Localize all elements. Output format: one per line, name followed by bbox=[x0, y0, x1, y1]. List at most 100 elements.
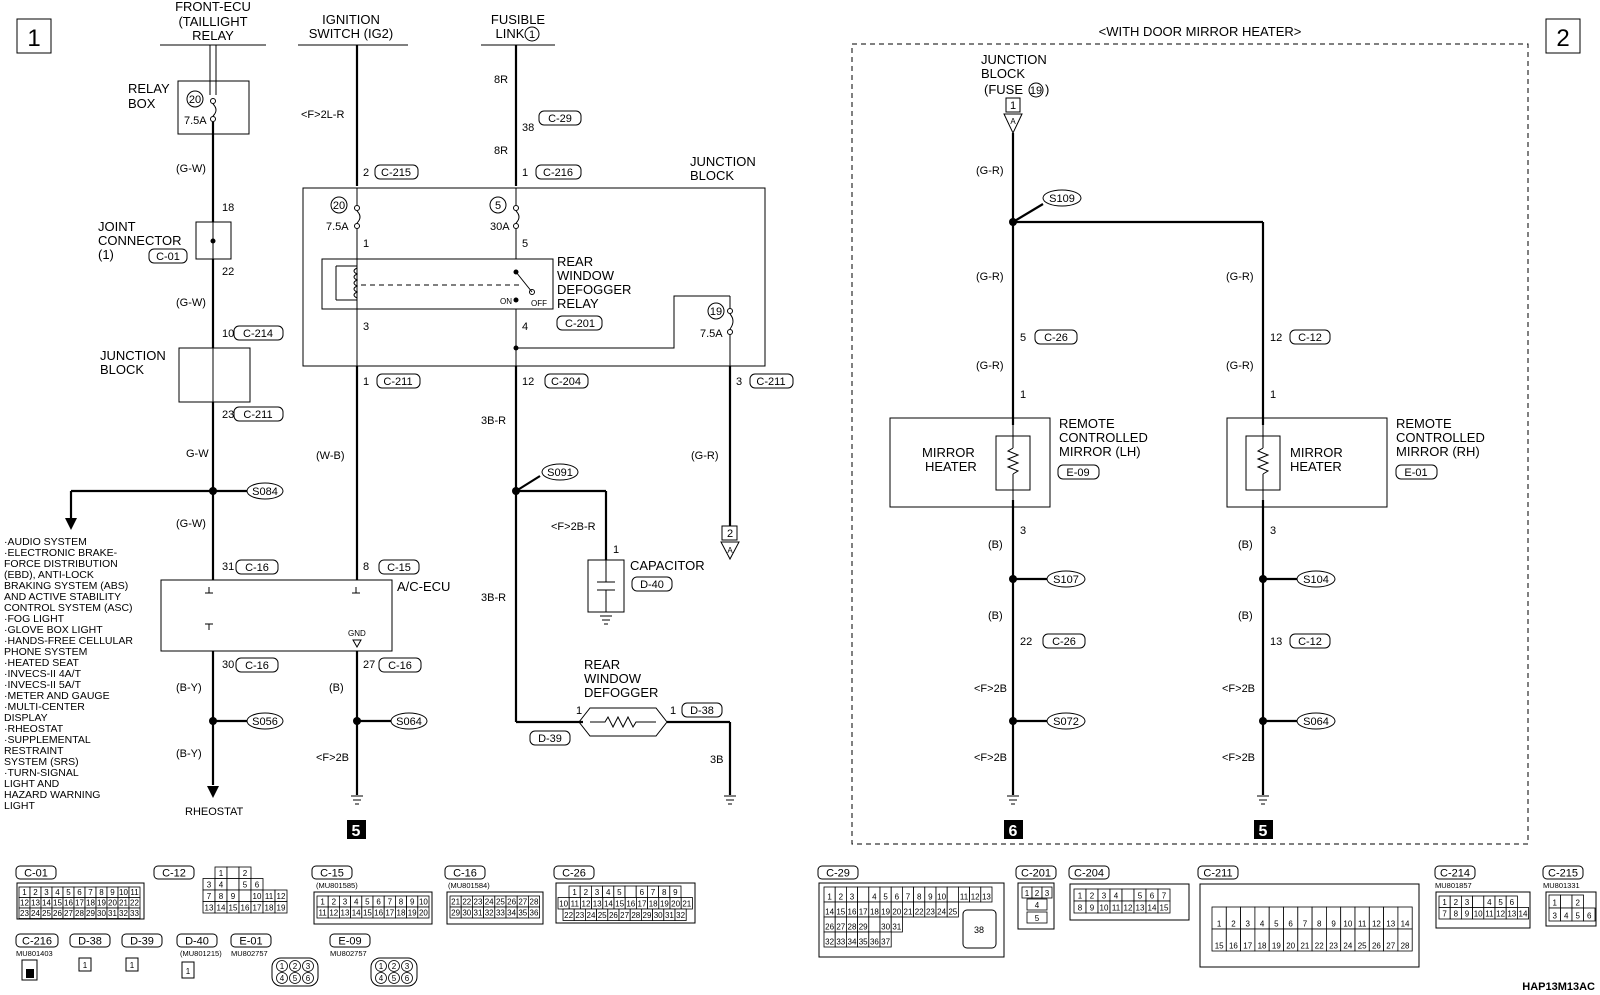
connector-pin-label: 32 bbox=[676, 911, 685, 920]
connector-pin bbox=[238, 889, 252, 902]
connector-pin-label: 10 bbox=[1474, 910, 1483, 919]
svg-text:C-16: C-16 bbox=[245, 562, 269, 574]
svg-text:C-215: C-215 bbox=[381, 167, 411, 179]
connector-pin-label: 5 bbox=[293, 974, 298, 983]
connector-pin-label: 8 bbox=[1317, 920, 1322, 929]
svg-text:C-16: C-16 bbox=[245, 660, 269, 672]
connector-pin-label: 3 bbox=[1553, 912, 1558, 921]
system-list-item: RESTRAINT bbox=[4, 745, 64, 757]
connector-part-no: MU801331 bbox=[1543, 881, 1580, 890]
svg-text:10: 10 bbox=[222, 328, 234, 340]
right-junction-block: JUNCTION BLOCK (FUSE 19 ) 1 A (G-R) S109… bbox=[976, 52, 1265, 425]
connector-pin-label: 5 bbox=[1576, 912, 1581, 921]
svg-text:27: 27 bbox=[363, 659, 375, 671]
connector-pin-label: 28 bbox=[75, 909, 84, 918]
connector-pin-label: 30 bbox=[462, 909, 471, 918]
ac-feed-circuit: 1 C-211 (W-B) 8 C-15 27 C-16 (B) S064 <F… bbox=[316, 366, 428, 840]
connector-pin-label: 6 bbox=[1510, 898, 1515, 907]
connector-pin-label: 2 bbox=[1454, 898, 1459, 907]
connector-id: D-38 bbox=[78, 936, 102, 948]
svg-text:5: 5 bbox=[1020, 332, 1026, 344]
svg-text:JUNCTION: JUNCTION bbox=[981, 52, 1047, 67]
connector-pin-label: 9 bbox=[1331, 920, 1336, 929]
connector-pin-label: 20 bbox=[419, 909, 428, 918]
connector-pin-label: 35 bbox=[518, 909, 527, 918]
svg-text:ON: ON bbox=[500, 297, 512, 306]
connector-id-tag bbox=[230, 933, 272, 948]
svg-text:4: 4 bbox=[522, 321, 528, 333]
connector-id-tag bbox=[121, 933, 163, 948]
svg-text:<F>2B: <F>2B bbox=[974, 683, 1007, 695]
svg-text:38: 38 bbox=[522, 122, 534, 134]
connector-id: C-12 bbox=[162, 868, 186, 880]
fusible-link-source: FUSIBLE LINK 1 bbox=[481, 12, 555, 46]
connector-pin-label: 17 bbox=[253, 904, 262, 913]
connector-pin bbox=[879, 931, 892, 948]
connector-pin-label: 6 bbox=[640, 888, 645, 897]
connector-pin-label: 27 bbox=[620, 911, 629, 920]
system-list-item: ·INVECS-II 5A/T bbox=[4, 679, 82, 691]
connector-id: C-214 bbox=[1440, 868, 1470, 880]
connector-pin-label: 10 bbox=[119, 888, 128, 897]
connector-pin-label: 18 bbox=[86, 899, 95, 908]
svg-text:3: 3 bbox=[1020, 525, 1026, 537]
connector-id: C-26 bbox=[562, 868, 586, 880]
connector-pin-label: 5 bbox=[66, 888, 71, 897]
connector-pin bbox=[1472, 895, 1485, 908]
system-list-item: FORCE DISTRIBUTION bbox=[4, 558, 118, 570]
connector-pin bbox=[674, 908, 687, 921]
connector-pin-label: 24 bbox=[31, 909, 40, 918]
connector-pin-label: 10 bbox=[253, 892, 262, 901]
system-list-item: DISPLAY bbox=[4, 712, 48, 724]
connector-pin-label: 3 bbox=[405, 962, 410, 971]
connector-pin-label: 21 bbox=[682, 900, 691, 909]
svg-text:RHEOSTAT: RHEOSTAT bbox=[185, 806, 244, 818]
connector-id-tag bbox=[553, 865, 595, 880]
connector-pin-label: 14 bbox=[352, 909, 361, 918]
connector-pin-label: 10 bbox=[937, 893, 946, 902]
svg-text:IGNITION: IGNITION bbox=[322, 12, 380, 27]
svg-text:<F>2B: <F>2B bbox=[1222, 683, 1255, 695]
svg-text:JUNCTION: JUNCTION bbox=[690, 154, 756, 169]
system-list-item: ·METER AND GAUGE bbox=[4, 690, 110, 702]
connector-pin-label: 7 bbox=[1442, 910, 1447, 919]
connector-id: C-201 bbox=[1021, 868, 1051, 880]
svg-text:GND: GND bbox=[348, 629, 366, 638]
connector-pin-label: 1 bbox=[280, 962, 285, 971]
connector-pin-label: 28 bbox=[631, 911, 640, 920]
svg-text:C-29: C-29 bbox=[548, 113, 572, 125]
svg-text:7.5A: 7.5A bbox=[700, 328, 723, 340]
connector-pin-label: 13 bbox=[31, 899, 40, 908]
svg-text:S064: S064 bbox=[1303, 716, 1329, 728]
connector-pin-label: 19 bbox=[660, 900, 669, 909]
connector-pin-label: 13 bbox=[593, 900, 602, 909]
svg-text:<F>2B: <F>2B bbox=[1222, 752, 1255, 764]
connector-pin-label: 2 bbox=[243, 869, 248, 878]
connector-pin-label: 26 bbox=[825, 923, 834, 932]
connector-pin-label: 13 bbox=[205, 904, 214, 913]
connector-pin-label: 38 bbox=[974, 925, 984, 935]
connector-pin-label: 18 bbox=[397, 909, 406, 918]
connector-pin-label: 2 bbox=[1231, 920, 1236, 929]
svg-text:(G-R): (G-R) bbox=[691, 450, 719, 462]
system-list-item: ·ELECTRONIC BRAKE- bbox=[4, 547, 118, 559]
system-list-item: PHONE SYSTEM bbox=[4, 646, 87, 658]
svg-text:JUNCTION: JUNCTION bbox=[100, 348, 166, 363]
connector-pin-label: 31 bbox=[108, 909, 117, 918]
svg-text:18: 18 bbox=[222, 202, 234, 214]
connector-id-tag bbox=[15, 933, 59, 948]
svg-text:3B-R: 3B-R bbox=[481, 415, 506, 427]
svg-text:1: 1 bbox=[1020, 389, 1026, 401]
connector-pin-label: 18 bbox=[1258, 942, 1267, 951]
fusible-link-circuit: 8R 38 C-29 8R 1 C-216 bbox=[494, 45, 582, 186]
connector-pin-label: 26 bbox=[507, 898, 516, 907]
connector-id-tag bbox=[15, 865, 57, 880]
system-list-item: ·HANDS-FREE CELLULAR bbox=[4, 635, 133, 647]
connector-id: C-216 bbox=[22, 936, 52, 948]
svg-text:CONTROLLED: CONTROLLED bbox=[1396, 430, 1485, 445]
connector-part-no: MU802757 bbox=[330, 949, 367, 958]
connector-pin bbox=[226, 878, 240, 891]
connector-pin bbox=[1026, 898, 1048, 911]
connector-pin-label: 20 bbox=[108, 899, 117, 908]
ignition-circuit: <F>2L-R 2 C-215 bbox=[301, 45, 419, 186]
